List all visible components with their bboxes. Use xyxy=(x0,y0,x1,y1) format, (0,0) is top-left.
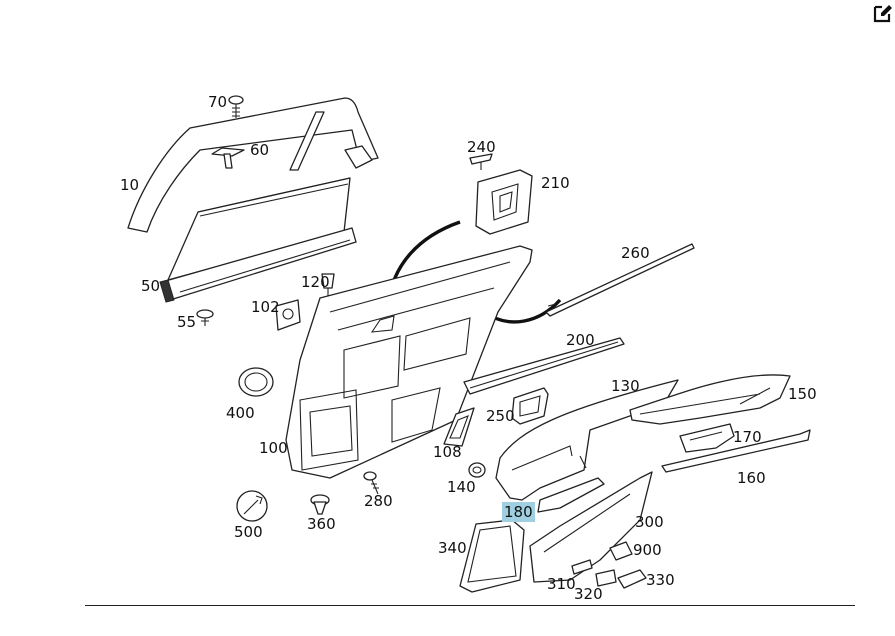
callout-210[interactable]: 210 xyxy=(541,174,570,192)
callout-250[interactable]: 250 xyxy=(486,407,515,425)
callout-320[interactable]: 320 xyxy=(574,585,603,603)
part-108-switch-frame[interactable] xyxy=(443,407,475,447)
callout-150[interactable]: 150 xyxy=(788,385,817,403)
callout-340[interactable]: 340 xyxy=(438,539,467,557)
part-55-screw[interactable] xyxy=(196,309,214,326)
part-240-clip[interactable] xyxy=(469,153,493,170)
callout-260[interactable]: 260 xyxy=(621,244,650,262)
callout-102[interactable]: 102 xyxy=(251,298,280,316)
callout-70[interactable]: 70 xyxy=(208,93,228,111)
part-150-upper-panel[interactable] xyxy=(629,374,791,425)
part-70-screw[interactable] xyxy=(228,95,244,118)
part-50-sunshade[interactable] xyxy=(159,177,357,303)
callout-200[interactable]: 200 xyxy=(566,331,595,349)
part-330-lamp[interactable] xyxy=(617,569,647,589)
callout-140[interactable]: 140 xyxy=(447,478,476,496)
part-180-insert[interactable] xyxy=(537,477,605,513)
part-310-bulb[interactable] xyxy=(571,559,593,575)
callout-280[interactable]: 280 xyxy=(364,492,393,510)
part-500-tool-symbol[interactable] xyxy=(236,490,268,522)
callout-300[interactable]: 300 xyxy=(635,513,664,531)
part-250-door-handle[interactable] xyxy=(511,387,549,425)
part-360-clip[interactable] xyxy=(310,494,330,515)
callout-160[interactable]: 160 xyxy=(737,469,766,487)
part-400-speaker-ring[interactable] xyxy=(238,367,274,397)
callout-310[interactable]: 310 xyxy=(547,575,576,593)
edit-icon xyxy=(873,5,892,23)
callout-120[interactable]: 120 xyxy=(301,273,330,291)
callout-400[interactable]: 400 xyxy=(226,404,255,422)
part-260-seal-strip[interactable] xyxy=(545,243,695,317)
part-170-handle-insert[interactable] xyxy=(679,423,735,453)
part-900-connector[interactable] xyxy=(609,541,633,561)
part-140-grommet[interactable] xyxy=(468,462,486,478)
edit-button[interactable] xyxy=(872,2,894,24)
callout-130[interactable]: 130 xyxy=(611,377,640,395)
part-120-fastener[interactable] xyxy=(321,273,335,300)
callout-100[interactable]: 100 xyxy=(259,439,288,457)
part-210-lock-module[interactable] xyxy=(475,169,533,235)
callout-240[interactable]: 240 xyxy=(467,138,496,156)
part-300-lower-panel[interactable] xyxy=(529,471,653,583)
callout-60[interactable]: 60 xyxy=(250,141,270,159)
callout-170[interactable]: 170 xyxy=(733,428,762,446)
callout-55[interactable]: 55 xyxy=(177,313,197,331)
part-60-clip[interactable] xyxy=(211,147,245,169)
callout-180[interactable]: 180 xyxy=(502,502,535,522)
part-102-bracket[interactable] xyxy=(275,299,301,331)
part-280-screw[interactable] xyxy=(363,471,379,495)
part-340-pocket[interactable] xyxy=(459,519,525,593)
callout-330[interactable]: 330 xyxy=(646,571,675,589)
callout-360[interactable]: 360 xyxy=(307,515,336,533)
part-320-socket[interactable] xyxy=(595,569,617,587)
part-160-trim-strip[interactable] xyxy=(661,429,811,473)
callout-108[interactable]: 108 xyxy=(433,443,462,461)
callout-10[interactable]: 10 xyxy=(120,176,140,194)
footer-divider xyxy=(85,605,855,606)
callout-500[interactable]: 500 xyxy=(234,523,263,541)
part-200-trim-strip[interactable] xyxy=(463,337,625,395)
part-10-window-frame[interactable] xyxy=(127,97,379,233)
callout-50[interactable]: 50 xyxy=(141,277,161,295)
callout-900[interactable]: 900 xyxy=(633,541,662,559)
